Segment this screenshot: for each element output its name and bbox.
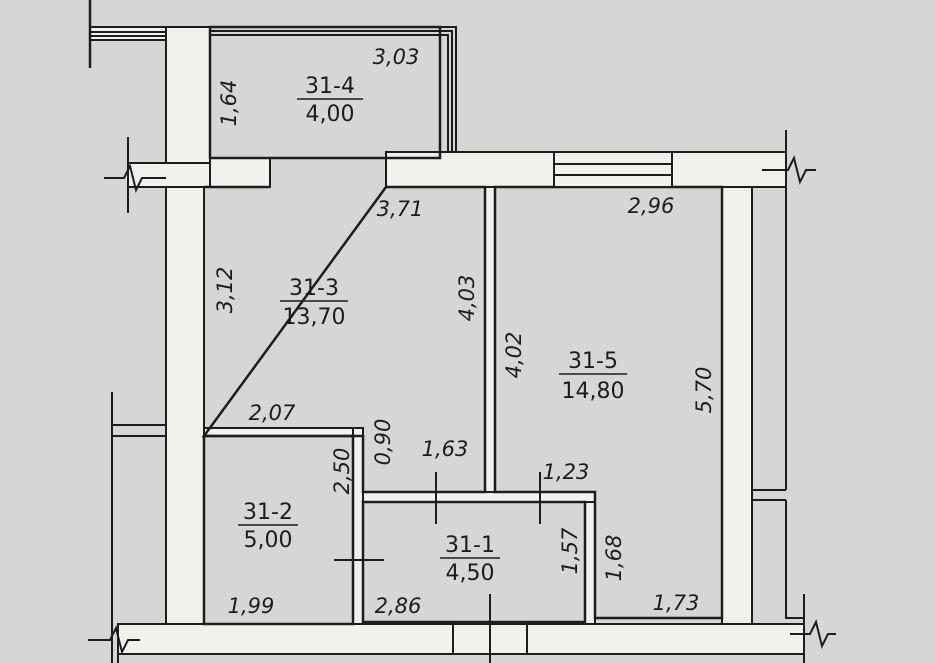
dim-r1-right: 1,57	[558, 527, 582, 574]
wall-left-upper	[165, 26, 211, 164]
dim-r5-top: 2,96	[628, 194, 675, 218]
wall-partition-r2-r1	[352, 427, 364, 625]
room-31-3-id: 31-3	[289, 276, 339, 301]
dim-r3-left: 3,12	[213, 267, 237, 314]
wall-right-main	[721, 186, 753, 626]
right-exterior-walls	[752, 130, 805, 663]
dim-r1-bottom: 2,86	[375, 594, 422, 618]
dim-r3-right: 4,03	[455, 275, 479, 322]
room-31-5-id: 31-5	[568, 349, 618, 374]
door-marks	[334, 472, 541, 561]
room-31-4-id: 31-4	[305, 74, 355, 99]
dim-r2-right: 2,50	[330, 448, 354, 495]
dim-r4-left: 1,64	[217, 80, 241, 127]
break-mark-left-bottom	[88, 625, 140, 655]
room-31-5-area: 14,80	[562, 379, 625, 404]
dim-r5-step: 1,23	[543, 460, 590, 484]
break-marks	[88, 155, 836, 655]
dim-r5-right: 5,70	[692, 367, 716, 414]
wall-partition-r3-r5	[484, 186, 496, 493]
left-exterior-walls	[111, 137, 166, 663]
room-labels: 31-4 4,00 31-3 13,70 31-5 14,80 31-2 5,0…	[238, 74, 627, 586]
dimension-labels: 3,03 1,64 3,71 3,12 4,03 2,07 0,90 1,63 …	[213, 45, 716, 618]
dim-r5-bottom: 1,73	[653, 591, 700, 615]
wall-left-main	[165, 186, 205, 626]
wall-top-left-stub	[209, 157, 271, 188]
dim-r3-top: 3,71	[377, 197, 424, 221]
break-mark-left-top	[104, 163, 166, 193]
dim-r3-bottom: 2,07	[249, 401, 296, 425]
dim-r3-step: 0,90	[371, 419, 395, 466]
room-31-2-area: 5,00	[244, 528, 293, 553]
room-31-1-area: 4,50	[446, 561, 495, 586]
room-31-1-id: 31-1	[445, 533, 495, 558]
break-mark-right-bottom	[790, 619, 836, 649]
room-31-4-area: 4,00	[306, 102, 355, 127]
room-outline-31-2	[202, 434, 355, 626]
room-31-3-area: 13,70	[283, 305, 346, 330]
balcony-rails	[88, 0, 457, 152]
dim-corridor-top: 1,63	[422, 437, 469, 461]
break-mark-right-top	[762, 155, 816, 185]
wall-partition-r1-r5	[584, 491, 596, 625]
window-bottom	[452, 594, 528, 663]
dim-r5-inner: 1,68	[602, 535, 626, 582]
balcony-wall-left	[89, 26, 167, 41]
room-31-2-id: 31-2	[243, 500, 293, 525]
dim-r4-top: 3,03	[373, 45, 420, 69]
room-outline-31-1	[361, 500, 587, 624]
wall-partition-corridor	[362, 491, 596, 503]
dim-r5-left: 4,02	[502, 332, 526, 379]
dim-r2-bottom: 1,99	[228, 594, 275, 618]
room-outline-31-5	[493, 185, 724, 620]
window-top	[553, 151, 673, 188]
